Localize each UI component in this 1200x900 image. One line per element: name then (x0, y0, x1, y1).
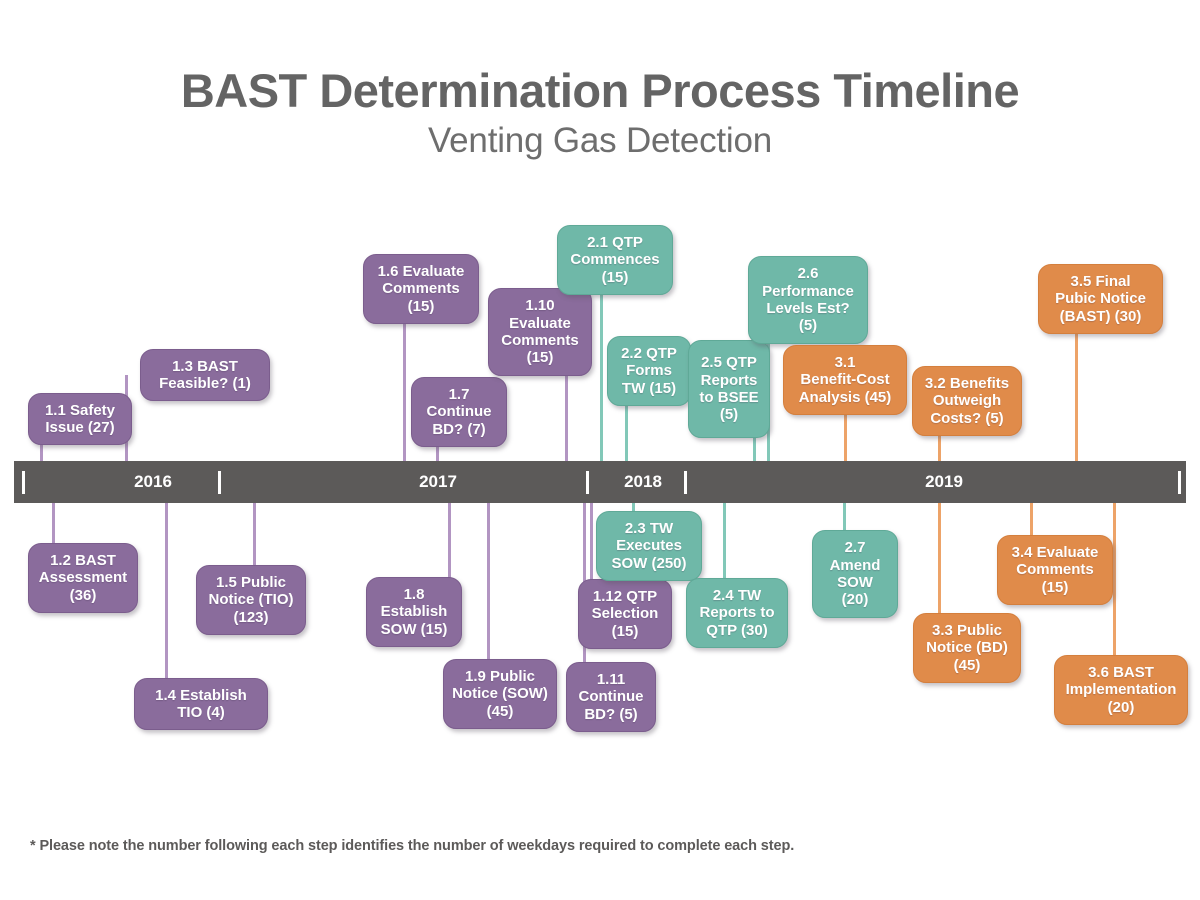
connector-line-1.6 (403, 320, 406, 463)
connector-line-3.6 (1113, 501, 1116, 657)
connector-line-1.9 (487, 501, 490, 661)
connector-line-3.3 (938, 501, 941, 615)
year-tick-4 (1178, 471, 1181, 494)
year-label-2018: 2018 (624, 472, 662, 491)
connector-line-2.2 (625, 402, 628, 463)
page-subtitle: Venting Gas Detection (427, 120, 773, 160)
connector-line-1.7 (436, 442, 439, 463)
connector-line-3.2 (938, 432, 941, 463)
year-tick-2 (586, 471, 589, 494)
connector-line-3.4 (1030, 501, 1033, 537)
connector-line-3.5 (1075, 330, 1078, 463)
connector-line-2.1 (600, 291, 603, 463)
connector-line-1.4 (165, 501, 168, 680)
year-label-2019: 2019 (925, 472, 963, 491)
year-tick-0 (22, 471, 25, 494)
connector-line-3.1 (844, 411, 847, 463)
connector-line-2.7 (843, 501, 846, 532)
connector-line-2.3 (632, 501, 635, 513)
year-label-2016: 2016 (134, 472, 172, 491)
year-tick-3 (684, 471, 687, 494)
connector-line-2.4 (723, 501, 726, 580)
year-label-2017: 2017 (419, 472, 457, 491)
year-tick-1 (218, 471, 221, 494)
connector-line-2.5 (753, 434, 756, 463)
title-block: BAST Determination Process Timeline Vent… (0, 64, 1200, 161)
connector-line-1.1 (40, 445, 43, 463)
connector-line-1.10 (565, 372, 568, 463)
page-title: BAST Determination Process Timeline (180, 64, 1020, 117)
timeline-axis-bar: 2016 2017 2018 2019 (14, 461, 1186, 503)
connector-line-1.2 (52, 501, 55, 545)
connector-line-1.12 (590, 501, 593, 581)
footnote-text: * Please note the number following each … (30, 838, 795, 854)
connector-line-1.5 (253, 501, 256, 567)
connector-line-1.8 (448, 501, 451, 579)
